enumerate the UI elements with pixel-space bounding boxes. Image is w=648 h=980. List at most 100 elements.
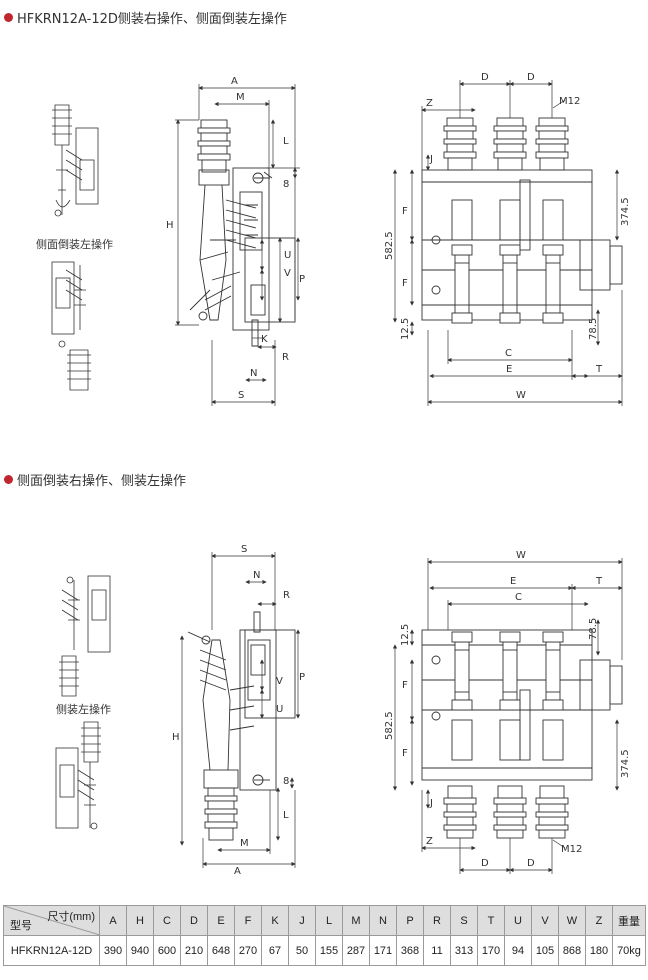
model-cell: HFKRN12A-12D [3, 935, 100, 966]
col-header: U [504, 905, 532, 936]
value-cell: 368 [396, 935, 424, 966]
dim-12-5-label: 12.5 [400, 318, 411, 340]
section-1-thumb-caption: 侧面倒装左操作 [36, 238, 113, 251]
dim-M12-label: M12 [559, 96, 580, 107]
dim-R-label: R [282, 352, 289, 363]
header-model-label: 型号 [10, 920, 32, 932]
section-2-title: 侧面倒装右操作、侧装左操作 [4, 470, 186, 489]
spec-table: 尺寸(mm) 型号 A H C D E F K J L M N P R S T … [3, 905, 646, 966]
spec-table-header-row: 尺寸(mm) 型号 A H C D E F K J L M N P R S T … [3, 905, 646, 936]
table-row: HFKRN12A-12D 390 940 600 210 648 270 67 … [3, 935, 646, 966]
dim-N-label: N [253, 570, 260, 581]
dim-N-label: N [250, 368, 257, 379]
spec-header-diagonal-cell: 尺寸(mm) 型号 [3, 905, 100, 936]
value-cell: 155 [315, 935, 343, 966]
value-cell: 270 [234, 935, 262, 966]
side-view-2 [187, 611, 296, 841]
dim-H-label: H [172, 732, 180, 743]
dim-S-label: S [238, 390, 244, 401]
value-cell: 70kg [612, 935, 646, 966]
dim-P-label: P [299, 672, 305, 683]
col-header: S [450, 905, 478, 936]
col-header: T [477, 905, 505, 936]
front-view-2 [421, 629, 623, 839]
dim-J-label: J [429, 798, 433, 809]
col-header: 重量 [612, 905, 646, 936]
dim-F-label: F [402, 278, 408, 289]
dim-A-label: A [234, 866, 241, 877]
col-header: D [180, 905, 208, 936]
dim-U-label: U [284, 250, 291, 261]
dim-D-label: D [527, 858, 535, 869]
thumb-side-mount-left-lower [55, 721, 101, 830]
dim-C-label: C [505, 348, 512, 359]
front-view-2-dims [392, 558, 623, 874]
dim-E-label: E [510, 576, 516, 587]
front-view-1 [421, 117, 623, 324]
dim-S-label: S [241, 544, 247, 555]
col-header: W [558, 905, 586, 936]
value-cell: 287 [342, 935, 370, 966]
dim-C-label: C [515, 592, 522, 603]
technical-drawings: A M L 8 H U V P K R N S [51, 72, 631, 877]
value-cell: 170 [477, 935, 505, 966]
dim-78-5-label: 78.5 [588, 318, 599, 340]
thumb-side-mount-left-upper [59, 575, 111, 697]
red-bullet-icon [4, 475, 13, 484]
front-view-1-dims [392, 80, 623, 406]
side-view-1-dims [175, 84, 301, 406]
dim-L-label: L [283, 810, 289, 821]
dim-H-label: H [166, 220, 174, 231]
dim-374-5-label: 374.5 [620, 197, 631, 226]
col-header: V [531, 905, 559, 936]
col-header: L [315, 905, 343, 936]
dim-F-label: F [402, 680, 408, 691]
value-cell: 648 [207, 935, 235, 966]
dim-A-label: A [231, 76, 238, 87]
value-cell: 868 [558, 935, 586, 966]
col-header: P [396, 905, 424, 936]
value-cell: 11 [423, 935, 451, 966]
thumb-side-mount-right-upper [52, 104, 99, 217]
dim-8-label: 8 [283, 776, 289, 787]
dim-J-label: J [429, 154, 433, 165]
dim-W-label: W [516, 390, 526, 401]
thumb-inverted-left-upper [51, 261, 91, 391]
section-2-thumb-caption: 侧装左操作 [56, 703, 111, 716]
value-cell: 390 [99, 935, 127, 966]
header-unit-label: 尺寸(mm) [47, 911, 95, 923]
dim-Z-label: Z [426, 836, 433, 847]
dim-T-label: T [595, 576, 603, 587]
dim-12-5-label: 12.5 [400, 624, 411, 646]
value-cell: 67 [261, 935, 289, 966]
dim-E-label: E [506, 364, 512, 375]
col-header: C [153, 905, 181, 936]
col-header: M [342, 905, 370, 936]
dim-78-5-label: 78.5 [588, 618, 599, 640]
value-cell: 105 [531, 935, 559, 966]
dim-D-label: D [481, 72, 489, 83]
col-header: A [99, 905, 127, 936]
value-cell: 50 [288, 935, 316, 966]
dim-8-label: 8 [283, 179, 289, 190]
value-cell: 171 [369, 935, 397, 966]
dim-582-5-label: 582.5 [384, 711, 395, 740]
dim-L-label: L [283, 136, 289, 147]
col-header: Z [585, 905, 613, 936]
red-bullet-icon [4, 13, 13, 22]
dim-F-label: F [402, 206, 408, 217]
dim-K-label: K [261, 334, 268, 345]
dim-M-label: M [236, 92, 245, 103]
value-cell: 180 [585, 935, 613, 966]
col-header: K [261, 905, 289, 936]
col-header: N [369, 905, 397, 936]
dim-T-label: T [595, 364, 603, 375]
dim-W-label: W [516, 550, 526, 561]
dim-R-label: R [283, 590, 290, 601]
section-1-title-text: HFKRN12A-12D侧装右操作、侧面倒装左操作 [17, 12, 287, 27]
section-1-title: HFKRN12A-12D侧装右操作、侧面倒装左操作 [4, 8, 287, 27]
dim-V-label: V [284, 268, 291, 279]
col-header: J [288, 905, 316, 936]
value-cell: 94 [504, 935, 532, 966]
col-header: R [423, 905, 451, 936]
